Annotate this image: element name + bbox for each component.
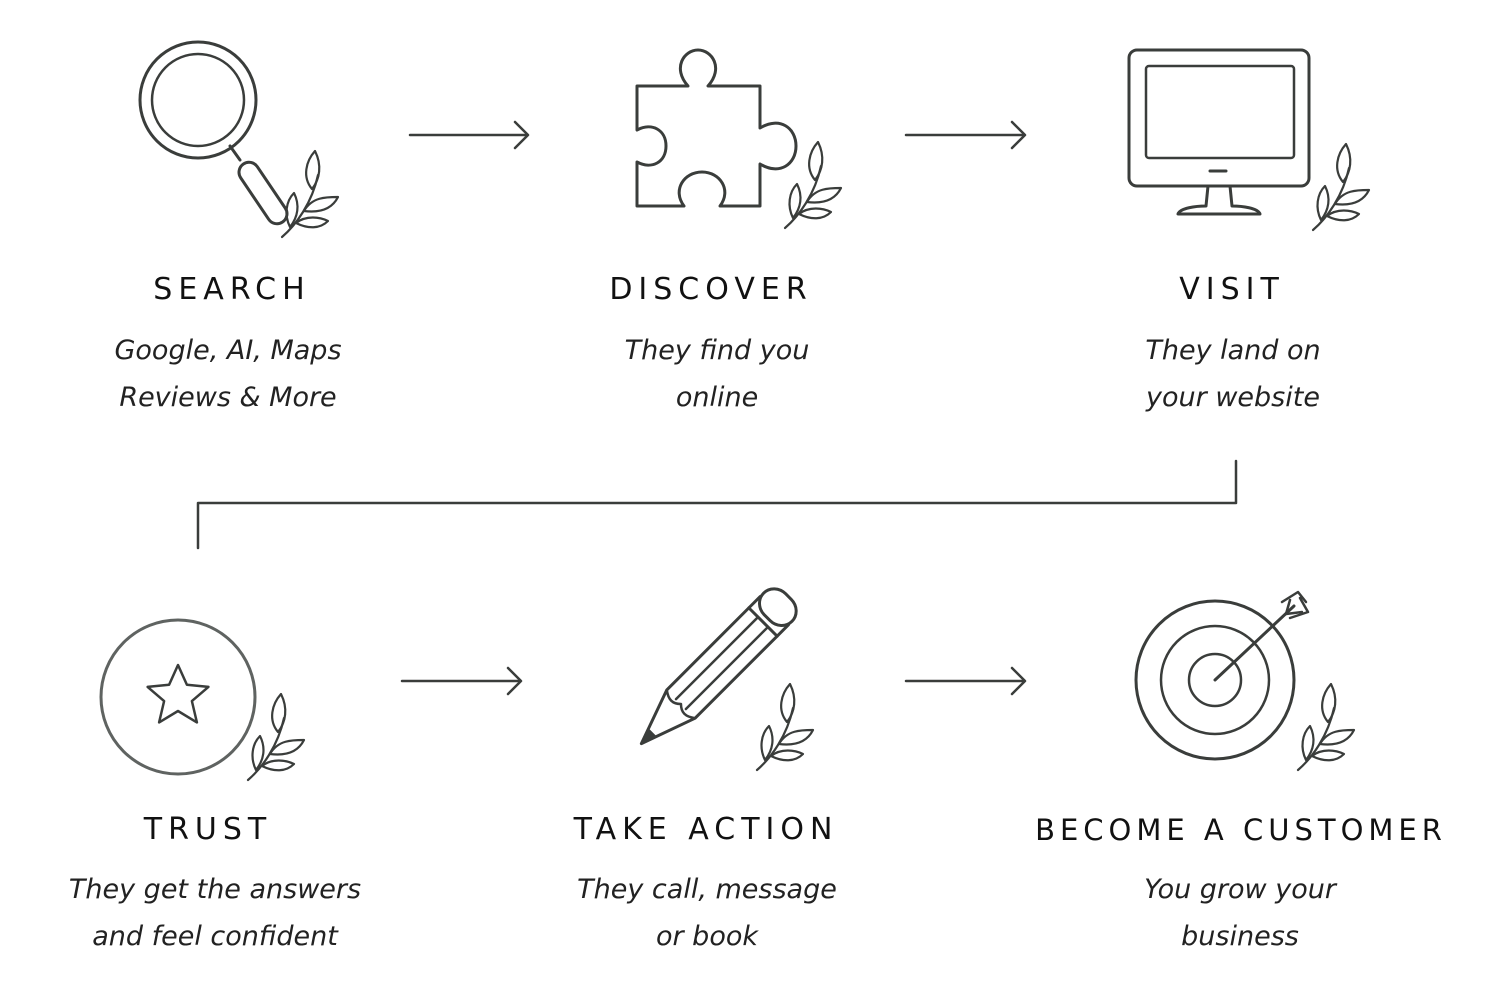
step-desc-visit: They land on your website — [1145, 327, 1320, 421]
pencil-icon — [639, 587, 798, 746]
computer-monitor-icon — [1127, 48, 1311, 216]
arrow-trust-to-take-action — [400, 666, 523, 696]
desc-line: and feel confident — [92, 921, 338, 952]
step-desc-trust: They get the answers and feel confident — [69, 866, 361, 960]
desc-line: They call, message — [577, 874, 837, 905]
desc-line: They land on — [1145, 335, 1321, 366]
step-title-become-a-customer: BECOME A CUSTOMER — [1035, 813, 1447, 847]
step-title-search: SEARCH — [153, 272, 311, 307]
desc-line: You grow your — [1144, 874, 1336, 905]
row-connector-line — [196, 459, 1238, 550]
target-arrow-icon — [1134, 590, 1310, 761]
star-badge-icon — [99, 618, 257, 776]
desc-line: They get the answers — [68, 874, 362, 905]
arrow-discover-to-visit — [904, 120, 1027, 150]
desc-line: They find you — [624, 335, 810, 366]
step-title-take-action: TAKE ACTION — [573, 812, 839, 847]
step-desc-search: Google, AI, Maps Reviews & More — [114, 327, 341, 421]
arrow-take-action-to-customer — [904, 666, 1027, 696]
step-desc-become-a-customer: You grow your business — [1144, 866, 1336, 960]
desc-line: business — [1181, 921, 1299, 952]
leaf-sprig-icon — [280, 149, 340, 239]
step-desc-take-action: They call, message or book — [577, 866, 837, 960]
step-title-discover: DISCOVER — [609, 272, 813, 307]
step-title-visit: VISIT — [1179, 272, 1285, 307]
desc-line: your website — [1146, 382, 1320, 413]
magnifying-glass-icon — [138, 40, 289, 226]
leaf-sprig-icon — [755, 682, 815, 772]
leaf-sprig-icon — [1296, 682, 1356, 772]
desc-line: or book — [655, 921, 758, 952]
leaf-sprig-icon — [1311, 142, 1371, 232]
desc-line: Google, AI, Maps — [114, 335, 342, 366]
arrow-search-to-discover — [408, 120, 530, 150]
step-desc-discover: They find you online — [625, 327, 810, 421]
leaf-sprig-icon — [246, 692, 306, 782]
desc-line: online — [675, 382, 759, 413]
puzzle-piece-icon — [635, 48, 798, 208]
desc-line: Reviews & More — [119, 382, 337, 413]
step-title-trust: TRUST — [143, 812, 273, 847]
